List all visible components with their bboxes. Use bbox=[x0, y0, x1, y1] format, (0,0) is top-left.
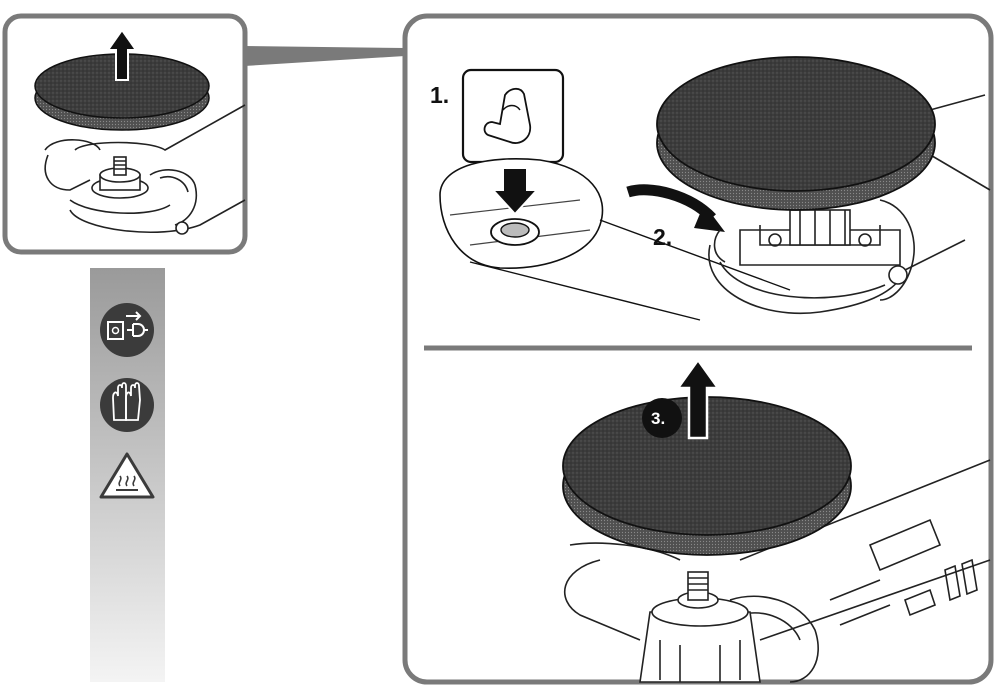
press-arrow-icon bbox=[490, 167, 540, 216]
press-button-callout bbox=[439, 68, 791, 321]
remove-arrow-icon bbox=[675, 357, 721, 440]
rotate-arrow-icon bbox=[626, 184, 725, 232]
step-3-label: 3. bbox=[651, 409, 665, 428]
unplug-power-icon bbox=[100, 303, 154, 357]
step-3-badge: 3. bbox=[642, 398, 682, 438]
grinder-body-bottom bbox=[564, 459, 991, 683]
polishing-pad-step2 bbox=[656, 56, 936, 211]
wear-gloves-icon bbox=[100, 378, 154, 432]
safety-symbol-bar bbox=[90, 268, 165, 682]
lift-arrow-icon bbox=[106, 28, 138, 81]
hot-surface-warning-icon bbox=[99, 452, 155, 499]
overview-panel bbox=[2, 13, 405, 255]
detail-panel: 1. 2. bbox=[402, 13, 994, 685]
step-2-label: 2. bbox=[653, 224, 672, 250]
polishing-pad-overview bbox=[34, 53, 210, 131]
grinder-sketch bbox=[44, 104, 246, 235]
finger-icon bbox=[483, 87, 532, 144]
step-1-label: 1. bbox=[430, 82, 449, 108]
grinder-head-top bbox=[708, 94, 991, 314]
polishing-pad-step3 bbox=[562, 396, 852, 556]
zoom-connector bbox=[244, 46, 405, 66]
